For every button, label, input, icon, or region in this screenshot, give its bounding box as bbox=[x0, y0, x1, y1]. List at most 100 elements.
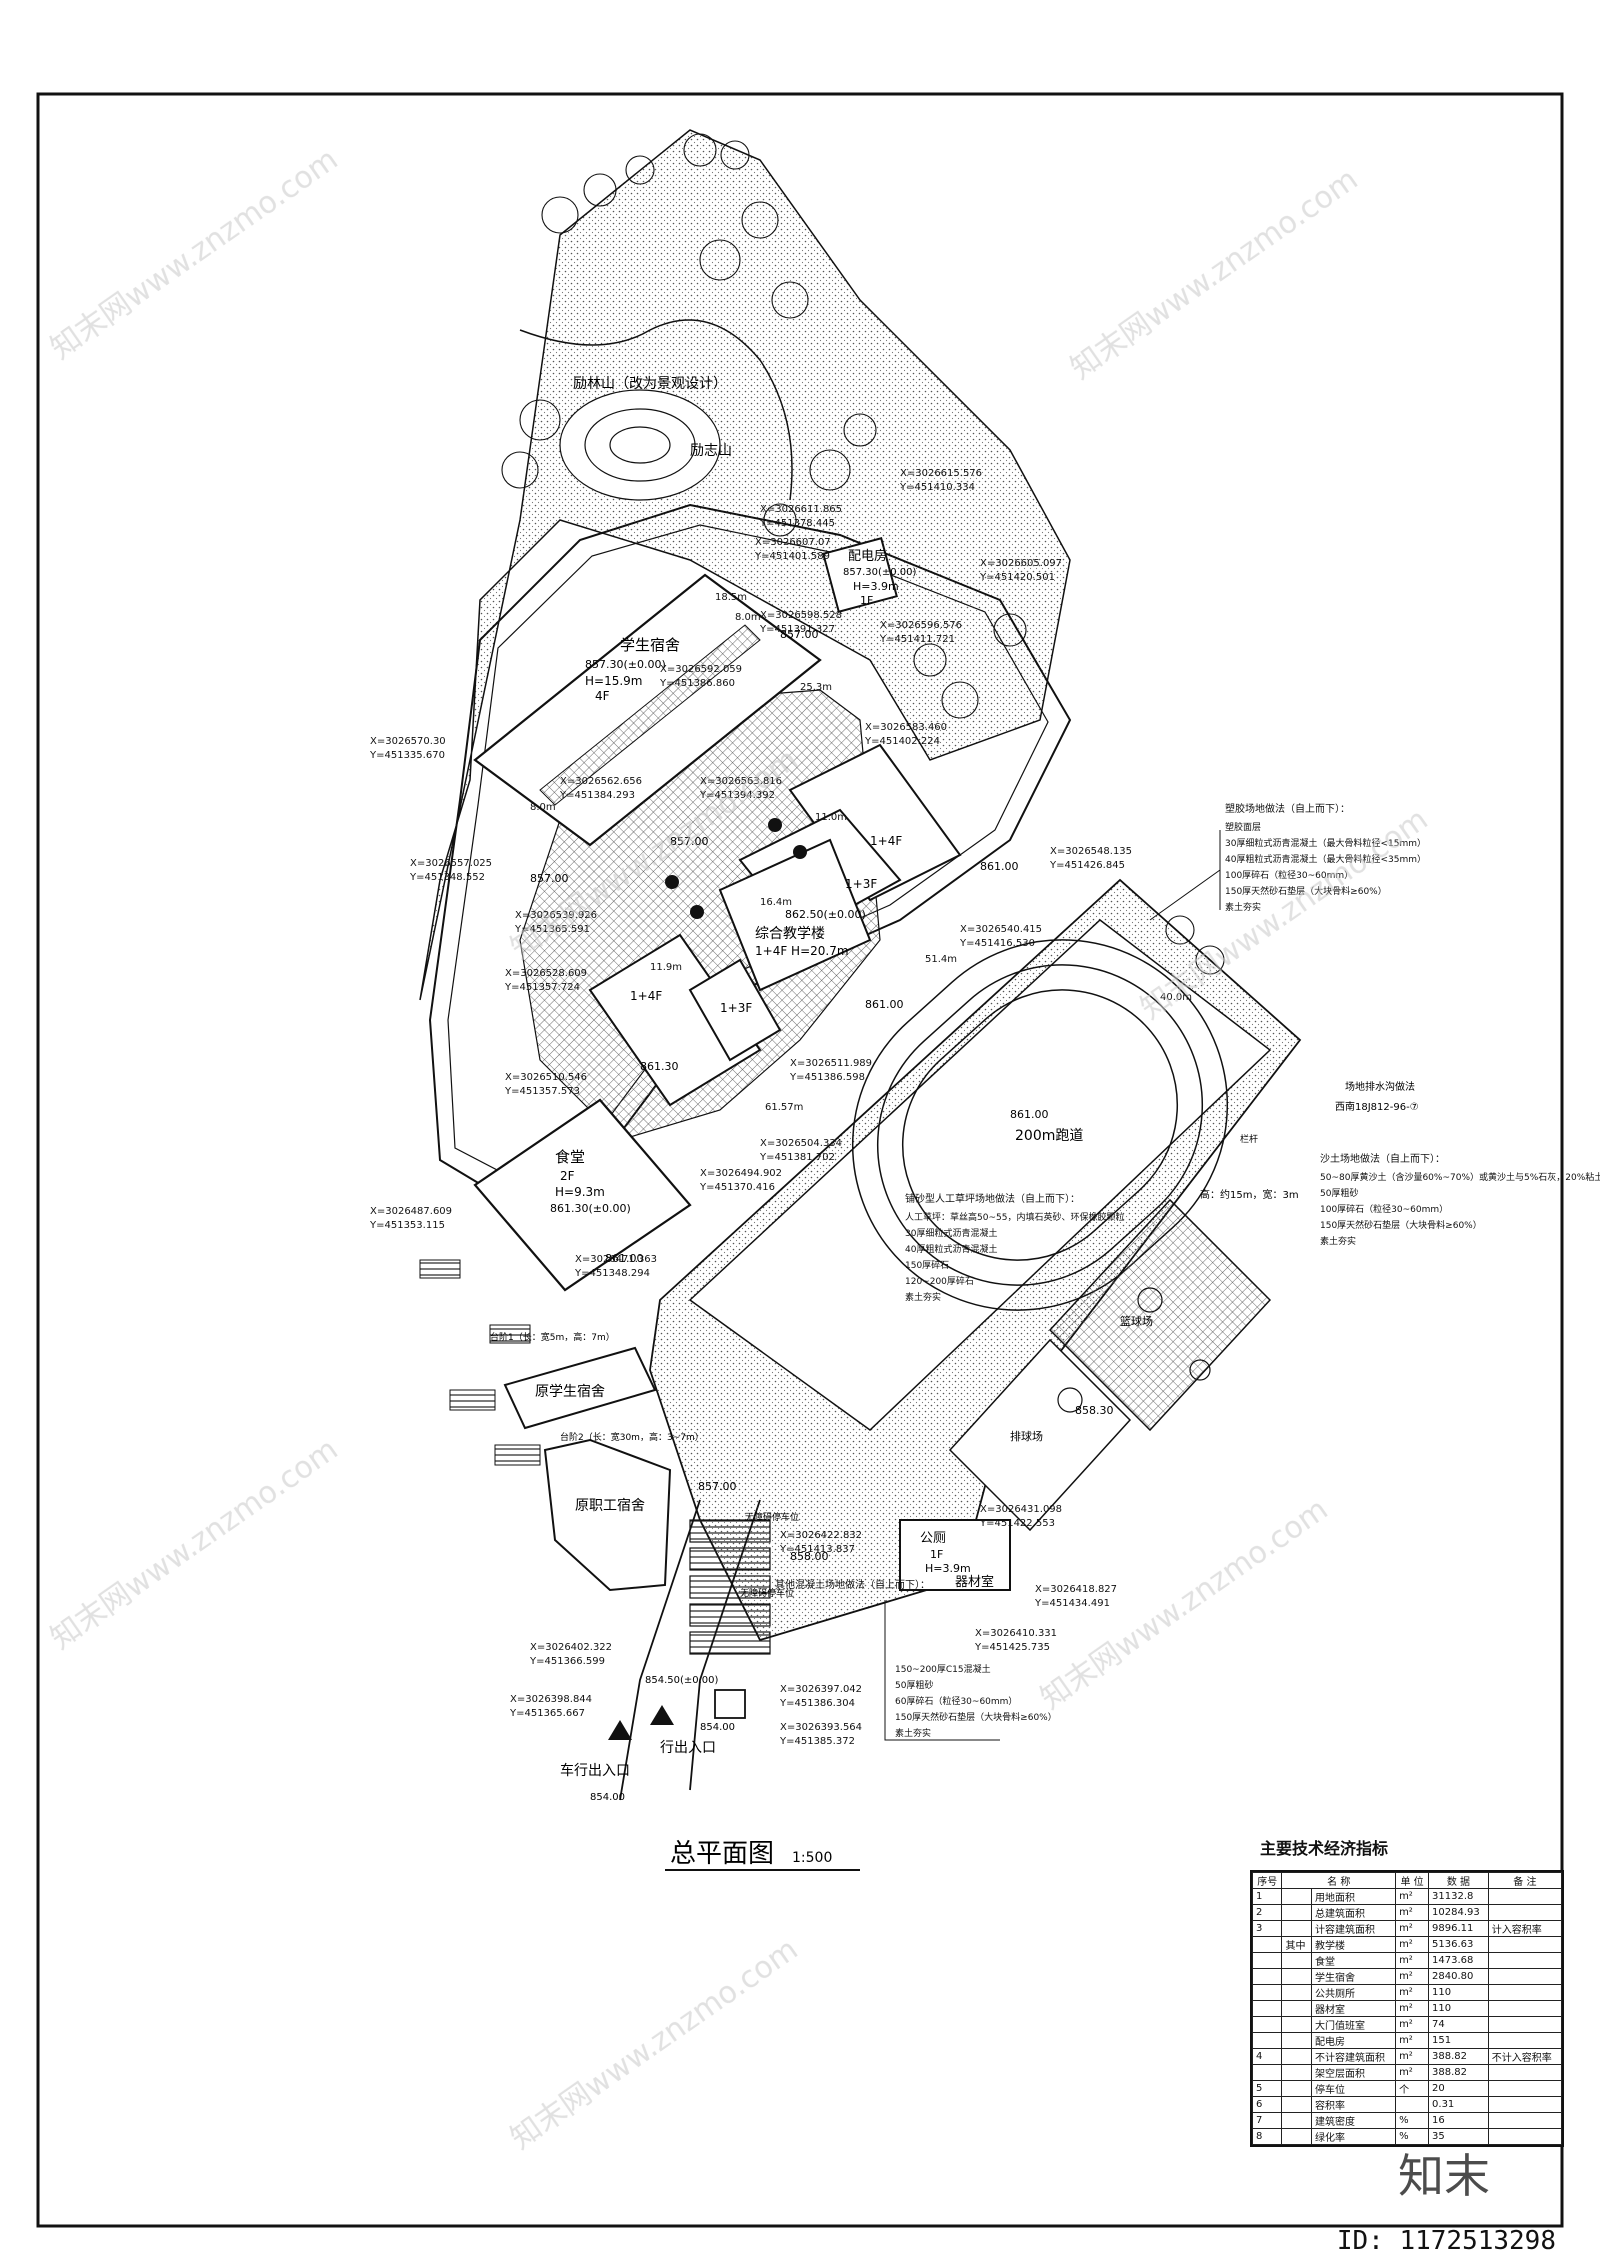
svg-text:X=3026563.816: X=3026563.816 bbox=[700, 776, 782, 787]
hill-park-area bbox=[419, 129, 1071, 1001]
table-cell-no: 6 bbox=[1251, 2096, 1283, 2113]
table-cell-name: 绿化率 bbox=[1310, 2128, 1397, 2145]
table-cell-note bbox=[1487, 1904, 1563, 1921]
table-title: 主要技术经济指标 bbox=[1260, 1839, 1389, 1858]
toilet-name: 公厕 bbox=[920, 1531, 946, 1546]
entrance-road bbox=[619, 1499, 761, 1801]
svg-text:X=3026592.059: X=3026592.059 bbox=[660, 664, 742, 675]
svg-text:50厚粗砂: 50厚粗砂 bbox=[895, 1679, 933, 1691]
stairs-2: 台阶2（长：宽30m，高：3~7m） bbox=[560, 1431, 704, 1443]
equip-room: 器材室 bbox=[955, 1574, 994, 1590]
table-cell-note bbox=[1487, 1952, 1563, 1969]
table-cell-value: 0.31 bbox=[1428, 2096, 1489, 2113]
svg-text:X=3026494.902: X=3026494.902 bbox=[700, 1168, 782, 1179]
svg-text:861.00: 861.00 bbox=[605, 1252, 644, 1265]
gate-elev-3: 854.00 bbox=[590, 1792, 625, 1803]
svg-text:素土夯实: 素土夯实 bbox=[895, 1727, 931, 1739]
svg-text:Y=451353.115: Y=451353.115 bbox=[369, 1220, 445, 1231]
svg-text:X=3026398.844: X=3026398.844 bbox=[510, 1694, 592, 1705]
svg-text:素土夯实: 素土夯实 bbox=[1320, 1235, 1356, 1247]
svg-text:8.0m: 8.0m bbox=[530, 802, 556, 813]
table-cell-unit: m² bbox=[1395, 2016, 1430, 2033]
table-cell-group bbox=[1281, 2032, 1312, 2049]
leader-concrete bbox=[884, 1600, 1000, 1741]
gate-elev-2: 854.00 bbox=[700, 1722, 735, 1733]
svg-text:Y=451357.573: Y=451357.573 bbox=[504, 1086, 580, 1097]
col-name: 名 称 bbox=[1281, 1872, 1397, 1889]
svg-text:X=3026402.322: X=3026402.322 bbox=[530, 1642, 612, 1653]
parking-stalls bbox=[689, 1519, 771, 1655]
wing-d: 1+3F bbox=[720, 1001, 752, 1015]
svg-text:861.30: 861.30 bbox=[640, 1060, 679, 1073]
table-cell-no: 5 bbox=[1251, 2080, 1283, 2097]
svg-text:Y=451394.392: Y=451394.392 bbox=[699, 790, 775, 801]
table-cell-group bbox=[1281, 1920, 1312, 1937]
table-cell-group bbox=[1281, 2080, 1312, 2097]
guard-house bbox=[714, 1689, 746, 1719]
trees-group bbox=[501, 133, 1225, 975]
power-room bbox=[822, 537, 898, 613]
hill-label-1: 励林山（改为景观设计） bbox=[573, 376, 727, 392]
svg-text:X=3026410.331: X=3026410.331 bbox=[975, 1628, 1057, 1639]
svg-text:X=3026471.363: X=3026471.363 bbox=[575, 1254, 657, 1265]
logo: 知末 bbox=[1398, 2149, 1490, 2203]
wing-b: 1+3F bbox=[845, 877, 877, 891]
table-cell-group: 其中 bbox=[1281, 1936, 1312, 1953]
svg-text:知末网www.znzmo.com: 知末网www.znzmo.com bbox=[1065, 162, 1365, 387]
svg-text:861.00: 861.00 bbox=[980, 860, 1019, 873]
table-cell-name: 大门值班室 bbox=[1310, 2016, 1397, 2033]
svg-text:858.30: 858.30 bbox=[1075, 1404, 1114, 1417]
student-dorm bbox=[473, 573, 822, 847]
svg-text:150~200厚C15混凝土: 150~200厚C15混凝土 bbox=[895, 1663, 991, 1675]
fence-note: 栏杆 bbox=[1240, 1133, 1258, 1145]
table-cell-value: 9896.11 bbox=[1428, 1920, 1489, 1937]
track-label: 200m跑道 bbox=[1015, 1128, 1083, 1144]
side-stairs bbox=[419, 1259, 541, 1466]
teach-elev: 862.50(±0.00) bbox=[785, 908, 866, 921]
table-cell-note: 不计入容积率 bbox=[1487, 2048, 1563, 2065]
svg-text:X=3026562.656: X=3026562.656 bbox=[560, 776, 642, 787]
svg-text:120~200厚碎石: 120~200厚碎石 bbox=[905, 1275, 974, 1287]
table-cell-name: 总建筑面积 bbox=[1310, 1904, 1397, 1921]
svg-text:X=3026397.042: X=3026397.042 bbox=[780, 1684, 862, 1695]
table-cell-note bbox=[1487, 1936, 1563, 1953]
svg-text:861.00: 861.00 bbox=[865, 998, 904, 1011]
svg-text:Y=451386.860: Y=451386.860 bbox=[659, 678, 735, 689]
svg-text:Y=451434.491: Y=451434.491 bbox=[1034, 1598, 1110, 1609]
svg-text:Y=451348.294: Y=451348.294 bbox=[574, 1268, 650, 1279]
table-header-row: 序号 名 称 单 位 数 据 备 注 bbox=[1251, 1872, 1563, 1889]
col-unit: 单 位 bbox=[1395, 1872, 1430, 1889]
table-cell-unit: m² bbox=[1395, 1952, 1430, 1969]
svg-text:858.00: 858.00 bbox=[790, 1550, 829, 1563]
svg-text:857.00: 857.00 bbox=[670, 835, 709, 848]
toilet-floors: 1F bbox=[930, 1548, 943, 1561]
table-cell-value: 110 bbox=[1428, 2000, 1489, 2017]
old-student-dorm bbox=[503, 1346, 657, 1430]
svg-text:素土夯实: 素土夯实 bbox=[1225, 901, 1261, 913]
table-cell-group bbox=[1281, 2000, 1312, 2017]
drain-note: 场地排水沟做法 bbox=[1345, 1080, 1415, 1093]
table-cell-unit: 个 bbox=[1395, 2080, 1430, 2097]
table-cell-group bbox=[1281, 1984, 1312, 2001]
table-cell-no bbox=[1251, 1936, 1283, 1953]
svg-text:X=3026540.415: X=3026540.415 bbox=[960, 924, 1042, 935]
teaching-building bbox=[588, 743, 962, 1107]
table-cell-no: 8 bbox=[1251, 2128, 1283, 2145]
hill-inner-path bbox=[519, 319, 793, 501]
old-staff-dorm bbox=[543, 1438, 672, 1592]
table-cell-name: 停车位 bbox=[1310, 2080, 1397, 2097]
svg-text:X=3026548.135: X=3026548.135 bbox=[1050, 846, 1132, 857]
court-label-2: 排球场 bbox=[1010, 1429, 1043, 1443]
svg-text:150厚天然砂石垫层（大块骨料≥60%）: 150厚天然砂石垫层（大块骨料≥60%） bbox=[895, 1711, 1057, 1723]
svg-text:40厚粗粒式沥青混凝土: 40厚粗粒式沥青混凝土 bbox=[905, 1243, 997, 1255]
svg-text:X=3026418.827: X=3026418.827 bbox=[1035, 1584, 1117, 1595]
svg-text:Y=451357.724: Y=451357.724 bbox=[504, 982, 580, 993]
svg-text:40.0m: 40.0m bbox=[1160, 992, 1192, 1003]
